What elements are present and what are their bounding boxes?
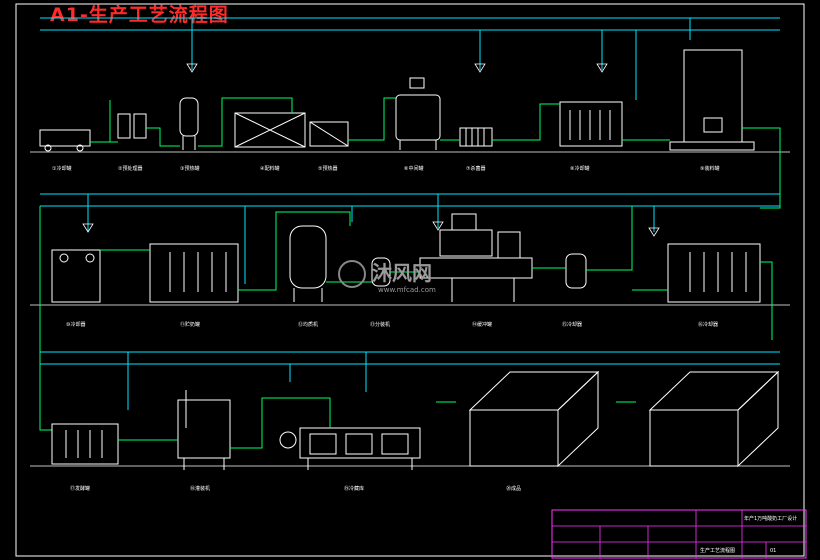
equip-label-12: ⑫均质机 [298,321,318,328]
fermentation-tank [177,399,231,459]
holding-tank [289,225,327,289]
balance-tank [309,121,349,147]
equip-label-20: ⑳成品 [506,485,521,492]
plate-exchanger-r3 [51,423,119,465]
watermark-brand: 沐风网 [372,261,432,285]
plate-exchanger-r1 [559,101,623,147]
equip-label-11: ⑪贮奶罐 [180,321,200,328]
equip-label-6: ⑥中间罐 [404,165,423,172]
cold-store-front [469,409,559,467]
watermark-url: www.mfcad.com [378,286,436,294]
equip-label-10: ⑩冷却器 [66,321,85,328]
row-3: ⑰发酵罐 ⑱灌装机 ⑲冷藏库 ⑳成品 [30,351,790,492]
equip-label-8: ⑧冷却罐 [570,165,589,172]
equip-label-13: ⑬分装机 [370,321,390,328]
filling-machine [299,427,421,459]
cold-store-top [468,371,600,411]
equip-label-15: ⑮冷却器 [562,321,582,328]
equip-label-3: ③预热罐 [180,165,199,172]
vessel-r1-a [179,97,199,137]
row-2: ⑩冷却器 ⑪贮奶罐 ⑫均质机 ⑬分装机 ⑭缓冲罐 ⑮冷却器 ⑯冷却器 沐风网 w… [30,193,790,431]
title-block-project: 年产1万吨酸奶工厂设计 [744,515,797,522]
equip-label-16: ⑯冷却器 [698,321,718,328]
title-block: 年产1万吨酸奶工厂设计 生产工艺流程图 01 [551,509,807,559]
storage-silo [683,49,743,143]
jacketed-tank-r1 [395,94,441,141]
equip-label-17: ⑰发酵罐 [70,485,90,492]
cooling-unit [51,249,101,303]
title-block-sheet: 01 [770,548,776,554]
milk-tanker [39,129,91,147]
equip-label-14: ⑭缓冲罐 [472,321,492,328]
plate-exchanger-small [459,127,493,147]
equip-label-9: ⑨装料罐 [700,165,719,172]
product-store-top [648,371,780,411]
product-store-front [649,409,739,467]
equip-label-1: ①冷却罐 [52,165,71,172]
buffer-tank [565,253,587,289]
filler-pump [279,431,297,449]
title-block-drawing: 生产工艺流程图 [700,547,735,554]
watermark: 沐风网 www.mfcad.com [338,260,436,294]
equip-label-19: ⑲冷藏库 [344,485,364,492]
equip-label-5: ⑤预热器 [318,165,337,172]
drawing-border [15,3,805,557]
mixing-tank [234,112,306,148]
equip-label-7: ⑦杀菌器 [466,165,485,172]
homogenizer [439,229,493,257]
filter-b [133,113,147,139]
drawing-title: A1-生产工艺流程图 [50,4,229,26]
filter-a [117,113,131,139]
plate-exchanger-r2-a [149,243,239,303]
equip-label-4: ④配料罐 [260,165,279,172]
equip-label-2: ②预处理器 [118,165,142,172]
plate-exchanger-r2-b [667,243,761,303]
row-1: ①冷却罐 ②预处理器 ③预热罐 ④配料罐 ⑤预热器 ⑥中间罐 ⑦杀菌器 ⑧冷却罐… [30,17,790,209]
equip-label-18: ⑱灌装机 [190,485,210,492]
